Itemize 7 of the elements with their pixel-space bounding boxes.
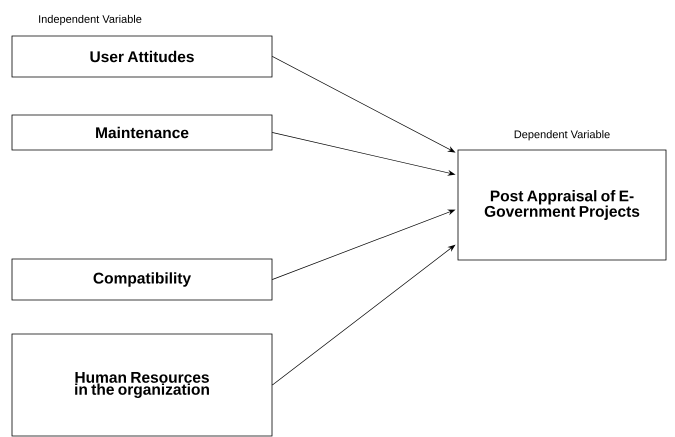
box: Maintenance <box>12 114 272 150</box>
box: Post Appraisal of E-Government Projects <box>458 150 666 260</box>
label: Independent Variable <box>39 14 142 26</box>
box: Compatibility <box>12 258 272 300</box>
heading: Dependent Variable <box>514 130 610 140</box>
box: User Attitudes <box>12 36 272 78</box>
box: Human Resources in the organization <box>12 334 272 436</box>
